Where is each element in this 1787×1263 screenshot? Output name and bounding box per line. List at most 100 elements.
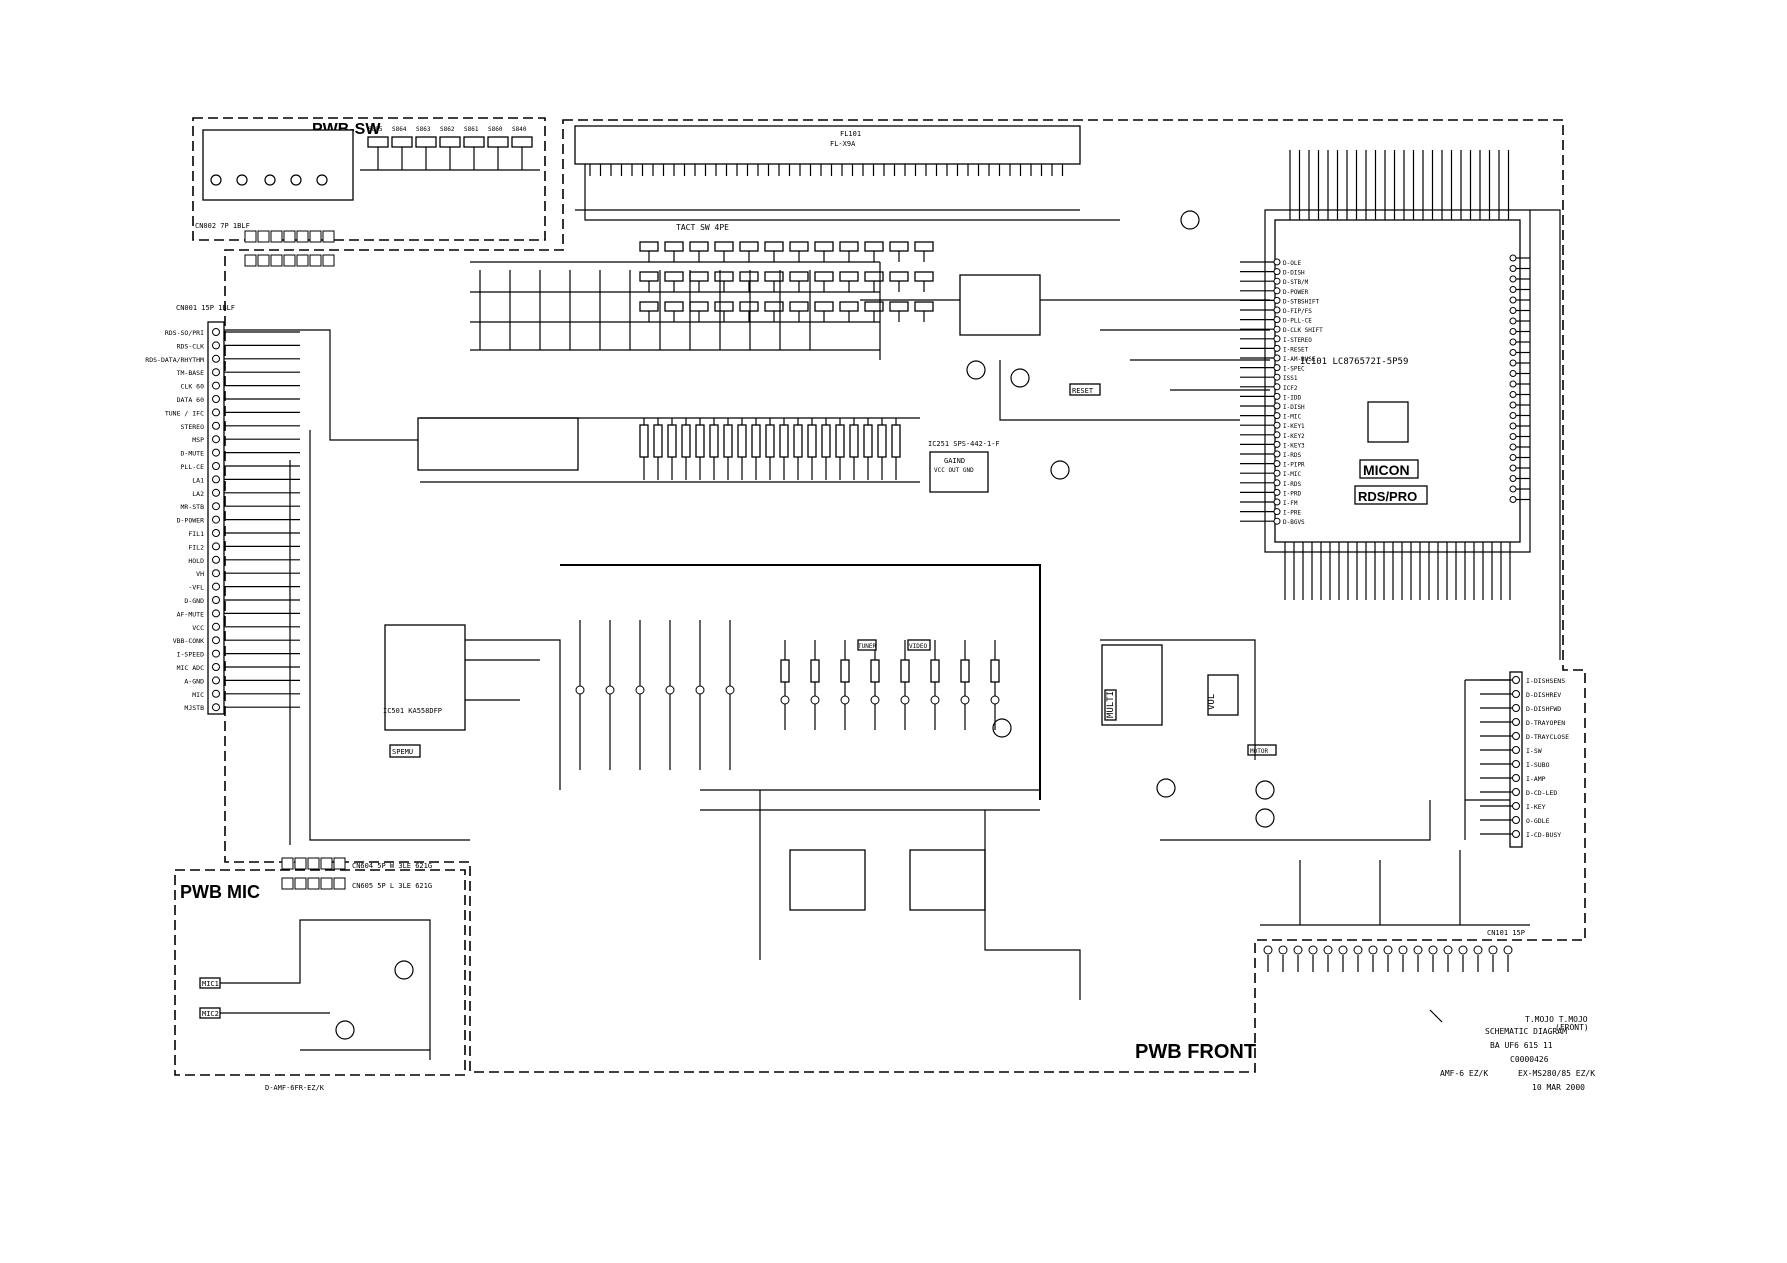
ic501-body <box>384 624 466 731</box>
cn604-pin <box>320 857 333 870</box>
resistor <box>681 424 691 458</box>
cn001-pin <box>212 676 220 685</box>
bottom-connector-pin <box>1323 945 1333 955</box>
cn604-pins <box>281 857 346 870</box>
led <box>960 695 970 705</box>
video-label: VIDEO <box>909 643 927 650</box>
cn001-pin <box>270 254 283 267</box>
bottom-connector-pin <box>1263 945 1273 955</box>
ic101-pin <box>1273 335 1281 343</box>
title-line-7: EX-MS280/85 EZ/K <box>1518 1069 1595 1078</box>
tuner-box <box>857 639 877 651</box>
left-signal-label: HOLD <box>188 557 204 565</box>
resistor <box>877 424 887 458</box>
key-switch <box>864 241 884 252</box>
q105-transistor <box>1010 368 1030 388</box>
resistor <box>695 424 705 458</box>
cn001-pin <box>212 368 220 377</box>
cn001-pin <box>212 462 220 470</box>
resistor <box>807 424 817 458</box>
left-signal-label: LA2 <box>192 490 204 498</box>
bottom-traces <box>1260 850 1530 926</box>
title-line-2: SCHEMATIC DIAGRAM <box>1485 1027 1567 1036</box>
led <box>665 685 675 695</box>
key-switch <box>689 271 709 282</box>
tact-switch <box>367 136 389 148</box>
right-connector-label: I-SUBO <box>1526 761 1550 769</box>
mic-part-number: D-AMF-6FR-EZ/K <box>265 1084 325 1092</box>
video-box <box>907 639 931 651</box>
ic101-bottom-pins <box>1284 542 1511 600</box>
left-signal-label: DATA 60 <box>177 396 204 404</box>
right-connector-pin <box>1512 690 1520 698</box>
ic101-right-pin <box>1509 454 1517 461</box>
ic101-pin-label: I-IDD <box>1283 394 1301 401</box>
pwb-sw-outline <box>192 117 546 241</box>
cn002-pin <box>296 230 309 243</box>
center-circuits: RESET IC251 SPS-442-1-F GAIND VCC OUT GN… <box>560 210 1270 800</box>
led-3 <box>264 174 276 186</box>
right-connector-pin <box>1512 732 1520 740</box>
right-connector-label: D-TRAYCLOSE <box>1526 733 1569 741</box>
ic101-right-pin <box>1509 317 1517 325</box>
key-switch <box>739 301 759 312</box>
left-signal-label: RDS-SO/PRI <box>165 329 204 337</box>
ic101-right-pin <box>1509 422 1517 430</box>
ic101-pin-label: D-STB/M <box>1283 279 1309 286</box>
led-resistor <box>960 659 970 683</box>
ic101-pin <box>1273 450 1281 458</box>
pwb-front-title: PWB FRONT <box>1135 1041 1256 1063</box>
led-1 <box>210 174 222 186</box>
mic1-label: MIC1 <box>202 980 219 988</box>
fl-tube-ref: FL101 <box>840 130 861 138</box>
left-signal-label: TUNE / IFC <box>165 409 204 417</box>
cn001-pin <box>283 254 296 267</box>
right-connector-pin <box>1512 816 1520 824</box>
center-traces <box>999 299 1270 421</box>
left-signal-label: RDS-CLK <box>177 342 204 350</box>
sw-tab-label: S885 <box>368 126 383 133</box>
cn001-pin <box>212 448 220 457</box>
resistor <box>737 424 747 458</box>
tact-switch <box>511 136 533 148</box>
ic101-pin <box>1273 316 1281 324</box>
multi-box <box>1104 689 1117 721</box>
resistor <box>849 424 859 458</box>
ic101-pin-label: I-MIC <box>1283 414 1301 421</box>
q104-transistor <box>1050 460 1070 480</box>
ic101-pin-label: I-SPEC <box>1283 366 1305 373</box>
right-connector-label: D-DISHFWD <box>1526 705 1561 713</box>
led <box>900 695 910 705</box>
left-signal-label: FIL1 <box>188 530 204 538</box>
ic101-pin-label: I-KEY3 <box>1283 442 1305 449</box>
led-resistor <box>840 659 850 683</box>
left-connector-section: CN001 15P 1BLF RDS-SO/PRIRDS-CLKRDS-DATA… <box>145 304 470 845</box>
title-line-5: C0000426 <box>1510 1055 1549 1064</box>
key-switch <box>739 271 759 282</box>
cn001-pin <box>244 254 257 267</box>
lower-traces <box>700 789 1081 1000</box>
ic101-pin-label: I-MIC <box>1283 471 1301 478</box>
led <box>635 685 645 695</box>
ic101-right-pin <box>1509 349 1517 356</box>
fl-tube-sub: FL-X9A <box>830 140 856 148</box>
cn002-label: CN002 7P 1BLF <box>195 222 250 230</box>
key-switch <box>889 271 909 282</box>
left-signal-label: MIC ADC <box>177 664 204 672</box>
sw-tab-label: S840 <box>512 126 527 133</box>
cn001-pin <box>212 328 220 336</box>
ic101-pin-label: I-RDS <box>1283 481 1301 488</box>
cn001-pin <box>212 582 220 591</box>
ic101-pin <box>1273 354 1281 362</box>
ic101-pin <box>1273 517 1281 525</box>
ic101-right-pin <box>1509 338 1517 346</box>
cn002-pin <box>309 230 322 243</box>
led-resistor <box>930 659 940 683</box>
ic101-right-pin <box>1509 485 1517 493</box>
bottom-connector-pin <box>1398 945 1408 955</box>
right-connector-pin <box>1512 788 1520 796</box>
bottom-connector-pin <box>1488 945 1498 955</box>
ic101-pin-label: D-BGVS <box>1283 519 1305 526</box>
right-connector-pins: I-DISHSENSD-DISHREVD-DISHFWDD-TRAYOPEND-… <box>1480 676 1569 839</box>
